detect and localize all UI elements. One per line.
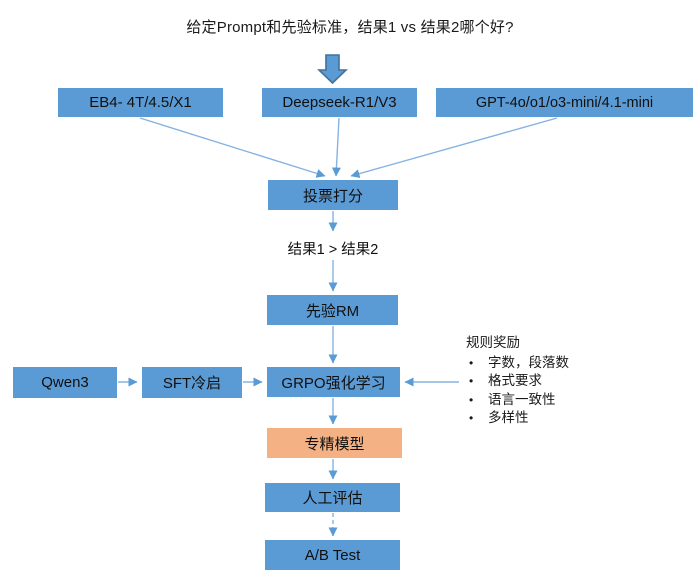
rule-rewards-item: 语言一致性	[466, 391, 646, 410]
node-ab-test-label: A/B Test	[304, 546, 361, 564]
node-qwen3-label: Qwen3	[41, 374, 89, 391]
node-sft-cold-start-label: SFT冷启	[162, 375, 222, 392]
rule-rewards-item: 多样性	[466, 409, 646, 428]
node-deepseek-label: Deepseek-R1/V3	[282, 94, 397, 111]
rule-rewards-item: 格式要求	[466, 372, 646, 391]
node-vote-scoring: 投票打分	[268, 180, 398, 210]
diagram-title: 给定Prompt和先验标准，结果1 vs 结果2哪个好?	[186, 19, 514, 36]
node-expert-model-label: 专精模型	[304, 435, 365, 453]
result-comparison-text: 结果1 > 结果2	[253, 239, 413, 258]
node-grpo-rl-label: GRPO强化学习	[281, 374, 386, 392]
node-expert-model: 专精模型	[267, 428, 402, 458]
down-block-arrow-icon	[317, 54, 348, 85]
rule-rewards-item: 字数，段落数	[466, 354, 646, 373]
node-eb4: EB4- 4T/4.5/X1	[58, 88, 223, 117]
node-eb4-label: EB4- 4T/4.5/X1	[89, 94, 192, 111]
node-deepseek: Deepseek-R1/V3	[262, 88, 417, 117]
node-human-eval: 人工评估	[265, 483, 400, 512]
node-human-eval-label: 人工评估	[302, 490, 363, 507]
node-gpt-label: GPT-4o/o1/o3-mini/4.1-mini	[475, 94, 654, 111]
node-qwen3: Qwen3	[13, 367, 117, 398]
node-vote-scoring-label: 投票打分	[302, 187, 363, 205]
node-prior-rm-label: 先验RM	[305, 302, 360, 320]
result-comparison-label: 结果1 > 结果2	[287, 241, 379, 258]
rule-rewards-annotation: 规则奖励 字数，段落数 格式要求 语言一致性 多样性	[466, 334, 646, 428]
rule-rewards-title: 规则奖励	[466, 335, 520, 350]
rule-rewards-list: 字数，段落数 格式要求 语言一致性 多样性	[466, 354, 646, 428]
node-sft-cold-start: SFT冷启	[142, 367, 242, 398]
node-gpt: GPT-4o/o1/o3-mini/4.1-mini	[436, 88, 693, 117]
node-grpo-rl: GRPO强化学习	[267, 367, 400, 397]
node-ab-test: A/B Test	[265, 540, 400, 570]
node-prior-rm: 先验RM	[267, 295, 398, 325]
